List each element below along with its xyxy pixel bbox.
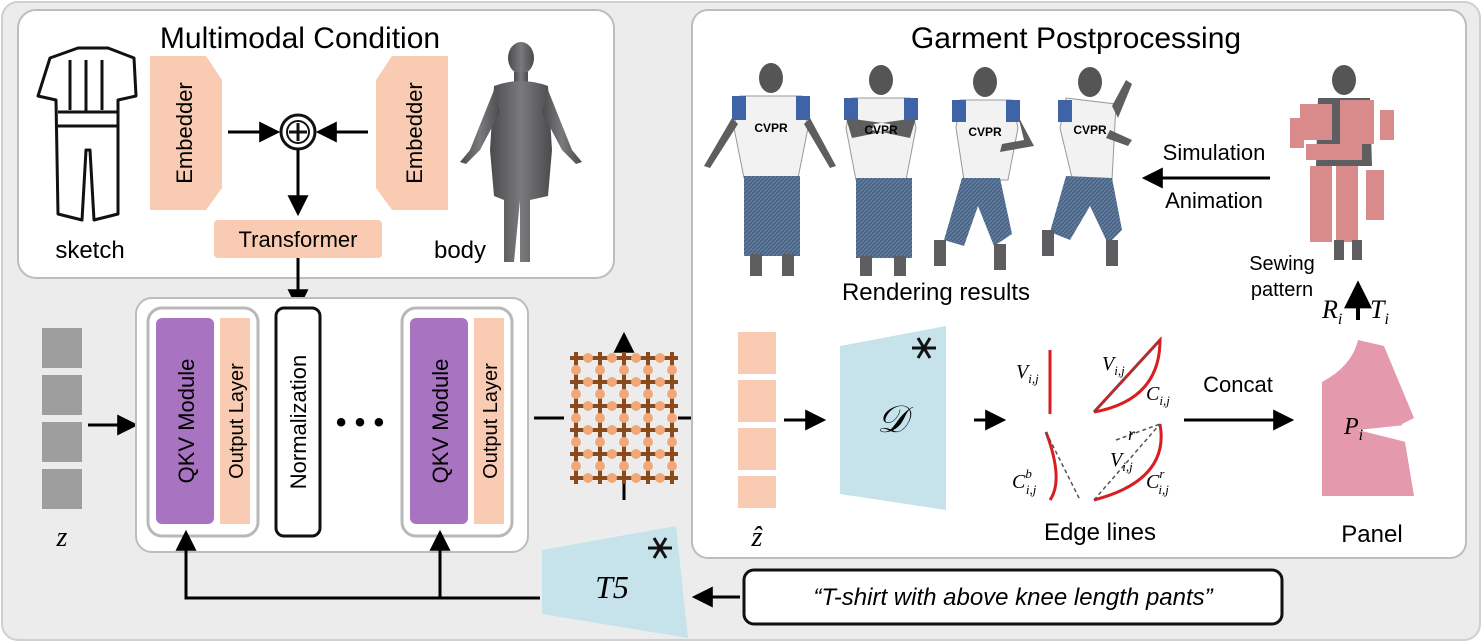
output-layer-n: [474, 318, 504, 524]
edge-r-label: r: [1128, 424, 1136, 444]
sketch-embedder-label: Embedder: [172, 82, 197, 184]
transformer-block: [214, 220, 382, 258]
decoder-snowflake-icon: [912, 337, 936, 359]
dit-block: QKV Module Output Layer Normalization • …: [135, 297, 529, 553]
multimodal-condition-panel: Multimodal Condition sketch Embedder Emb…: [17, 9, 615, 279]
panel-label: Panel: [1341, 521, 1402, 548]
body-mesh: [460, 42, 582, 262]
concat-label: Concat: [1203, 372, 1273, 397]
garment-postprocessing-panel: Garment Postprocessing CVPR CVPR: [691, 9, 1467, 559]
sewing-label-line1: Sewing: [1249, 253, 1315, 275]
rendered-avatar-2: CVPR: [844, 65, 918, 276]
body-embedder: [376, 56, 448, 210]
sewing-pattern-avatar: [1290, 65, 1394, 260]
latent-grid: [570, 331, 717, 500]
transformer-label: Transformer: [239, 227, 358, 252]
animation-label: Animation: [1165, 188, 1263, 213]
sketch-drawing: [36, 46, 138, 222]
translation-symbol: Ti: [1370, 295, 1389, 328]
shirt-text-2: CVPR: [864, 123, 898, 137]
text-prompt-box: [742, 568, 1284, 626]
edge-lines-label: Edge lines: [1044, 519, 1156, 546]
shirt-text-1: CVPR: [754, 121, 788, 135]
circled-plus-icon: [279, 113, 317, 151]
rendered-avatar-1: CVPR: [704, 63, 836, 276]
shirt-text-3: CVPR: [968, 125, 1002, 139]
postprocessing-title: Garment Postprocessing: [911, 22, 1241, 55]
text-prompt: “T-shirt with above knee length pants”: [813, 584, 1213, 611]
edge-v-label-3: Vi,j: [1110, 449, 1133, 474]
panel-decoder: [840, 326, 946, 510]
panel-shape: [1322, 340, 1414, 496]
sketch-embedder: [150, 56, 222, 210]
qkv-label-n: QKV Module: [428, 359, 453, 484]
sewing-label-line2: pattern: [1251, 279, 1313, 301]
qkv-module-n: [410, 318, 468, 524]
qkv-label-1: QKV Module: [174, 359, 199, 484]
noise-tokens: [42, 328, 82, 509]
dit-layer-n: [400, 306, 514, 538]
t5-encoder: [542, 526, 688, 638]
text-condition-routing: [175, 529, 540, 600]
edge-v-label-1: Vi,j: [1016, 361, 1039, 386]
shirt-text-4: CVPR: [1073, 123, 1107, 137]
dit-layer-1: [146, 306, 260, 538]
simulation-label: Simulation: [1163, 140, 1266, 165]
rotation-symbol: Ri: [1321, 295, 1342, 328]
output-label-n: Output Layer: [480, 363, 502, 479]
body-label: body: [434, 237, 486, 264]
latent-tokens: [738, 332, 776, 508]
rendered-avatar-4: CVPR: [1042, 67, 1132, 266]
edge-v-label-2: Vi,j: [1102, 353, 1125, 378]
body-embedder-label: Embedder: [402, 82, 427, 184]
rendered-avatar-3: CVPR: [934, 67, 1034, 270]
condition-title: Multimodal Condition: [160, 22, 440, 55]
output-layer-1: [220, 318, 250, 524]
sketch-label: sketch: [55, 237, 124, 264]
t5-label: T5: [595, 569, 629, 605]
latent-label: ẑ: [751, 522, 764, 553]
qkv-module-1: [156, 318, 214, 524]
noise-label: z: [56, 522, 68, 553]
normalization-label: Normalization: [286, 355, 311, 490]
snowflake-icon: [648, 537, 672, 559]
output-label-1: Output Layer: [226, 363, 248, 479]
edge-c-label: Ci,j: [1146, 383, 1170, 408]
panel-p-label: Pi: [1343, 414, 1363, 444]
rendering-results-label: Rendering results: [842, 279, 1030, 306]
normalization-block: [274, 306, 322, 538]
layer-ellipsis: • • •: [336, 406, 384, 439]
